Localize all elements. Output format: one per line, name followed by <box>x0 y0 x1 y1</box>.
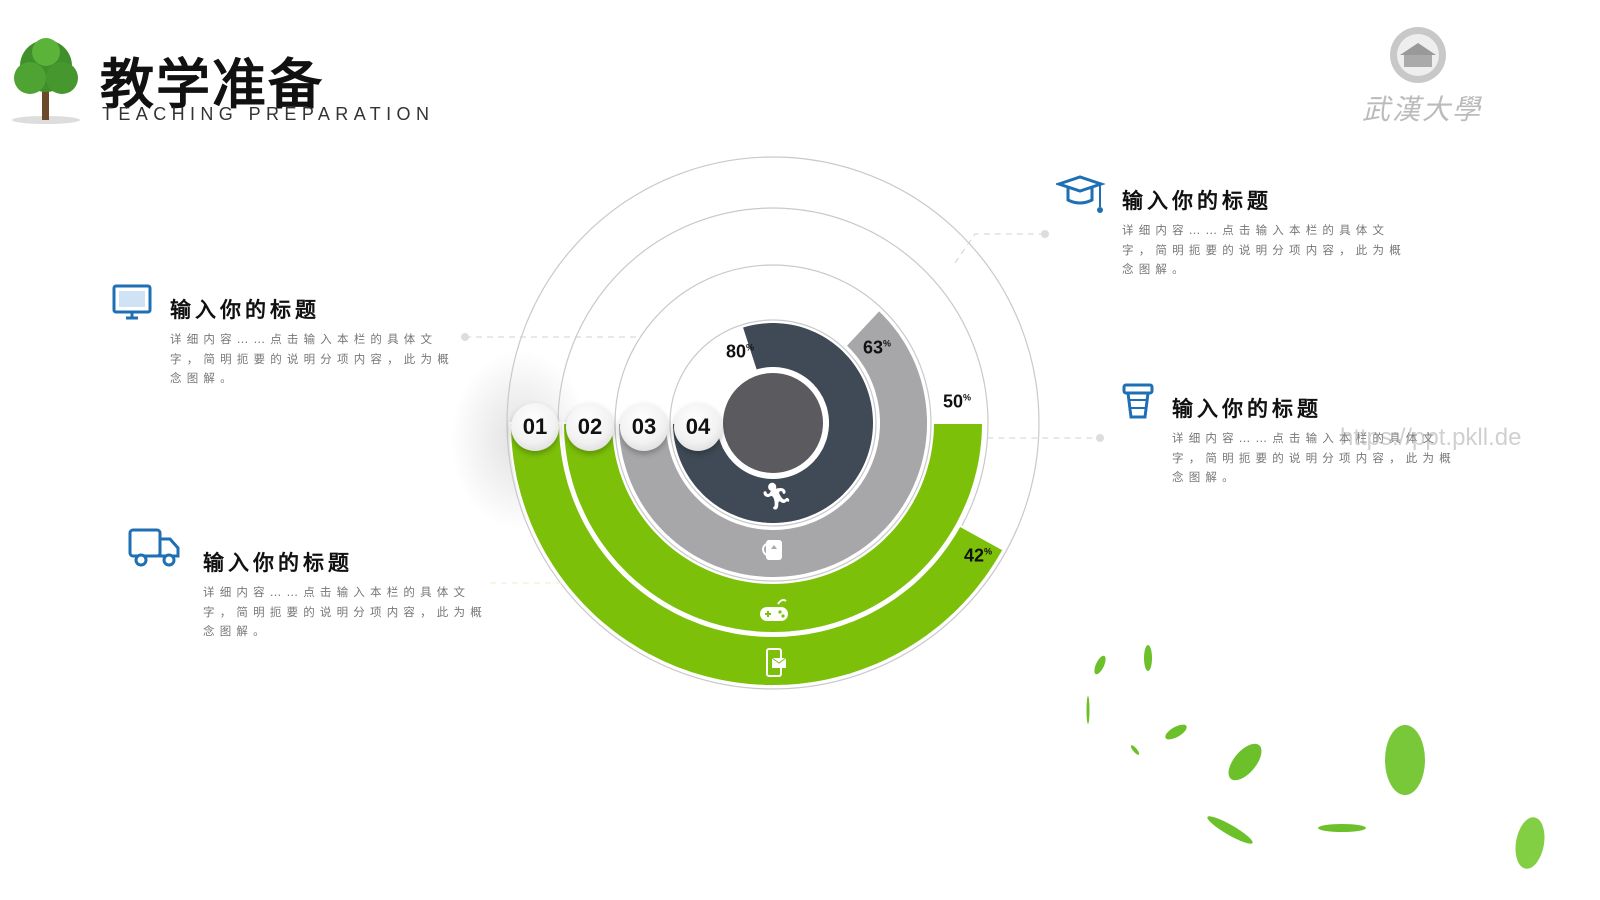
text-block-3: 输入你的标题 详细内容……点击输入本栏的具体文字，简明扼要的说明分项内容，此为概… <box>1122 185 1412 280</box>
page-subtitle: TEACHING PREPARATION <box>102 104 435 124</box>
block-text: 详细内容……点击输入本栏的具体文字，简明扼要的说明分项内容，此为概念图解。 <box>203 585 487 638</box>
badge-03: 03 <box>620 403 668 451</box>
text-block-2: 输入你的标题 详细内容……点击输入本栏的具体文字，简明扼要的说明分项内容，此为概… <box>203 547 493 642</box>
block-title: 输入你的标题 <box>170 298 320 322</box>
leaf-icon <box>1318 824 1366 832</box>
leaf-icon <box>1385 725 1425 795</box>
gamepad-icon <box>760 599 788 621</box>
percent-label-04: 80% <box>725 341 755 362</box>
falling-leaves-decoration <box>1086 645 1545 869</box>
monitor-icon <box>112 284 152 320</box>
leaf-icon <box>1228 743 1262 781</box>
percent-label-01: 42% <box>963 545 993 566</box>
block-text: 详细内容……点击输入本栏的具体文字，简明扼要的说明分项内容，此为概念图解。 <box>1172 431 1456 484</box>
block-text: 详细内容……点击输入本栏的具体文字，简明扼要的说明分项内容，此为概念图解。 <box>170 332 454 385</box>
university-seal-icon <box>1390 27 1446 83</box>
phone-mail-icon <box>766 648 787 677</box>
leaf-icon <box>1207 816 1253 844</box>
badge-02: 02 <box>566 403 614 451</box>
badge-01: 01 <box>511 403 559 451</box>
block-title: 输入你的标题 <box>1172 397 1322 421</box>
graduation-cap-icon <box>1056 175 1106 213</box>
badge-04: 04 <box>674 403 722 451</box>
percent-label-02: 50% <box>942 391 972 412</box>
block-title: 输入你的标题 <box>203 551 353 575</box>
university-name-logo: 武漢大學 <box>1362 93 1483 126</box>
block-text: 详细内容……点击输入本栏的具体文字，简明扼要的说明分项内容，此为概念图解。 <box>1122 223 1406 276</box>
text-block-4: 输入你的标题 详细内容……点击输入本栏的具体文字，简明扼要的说明分项内容，此为概… <box>1172 393 1462 488</box>
ring-arc-01 <box>508 422 1005 687</box>
leaf-icon <box>1130 745 1140 755</box>
mug-icon <box>762 540 782 560</box>
leaf-icon <box>1144 645 1152 671</box>
runner-icon: 🏃︎ <box>760 482 794 512</box>
tree-icon <box>12 38 80 124</box>
guide-circle <box>669 319 877 527</box>
connector-line <box>954 233 1045 264</box>
percent-label-03: 63% <box>862 337 892 358</box>
ring-arc-04 <box>670 321 876 525</box>
ring-arc-02 <box>561 422 985 635</box>
truck-icon <box>128 528 180 567</box>
block-title: 输入你的标题 <box>1122 189 1272 213</box>
guide-circle <box>506 156 1040 690</box>
center-disk <box>719 369 827 477</box>
cup-icon <box>1122 383 1154 419</box>
leaf-icon <box>1086 696 1090 724</box>
leaf-icon <box>1165 724 1187 740</box>
ring-arc-03 <box>616 308 929 579</box>
text-block-1: 输入你的标题 详细内容……点击输入本栏的具体文字，简明扼要的说明分项内容，此为概… <box>170 294 460 389</box>
leaf-icon <box>1094 655 1106 675</box>
page-title: 教学准备 <box>100 53 324 116</box>
leaf-icon <box>1515 817 1545 869</box>
guide-circle <box>614 264 932 582</box>
watermark: https://ppt.pkll.de <box>1340 424 1522 451</box>
